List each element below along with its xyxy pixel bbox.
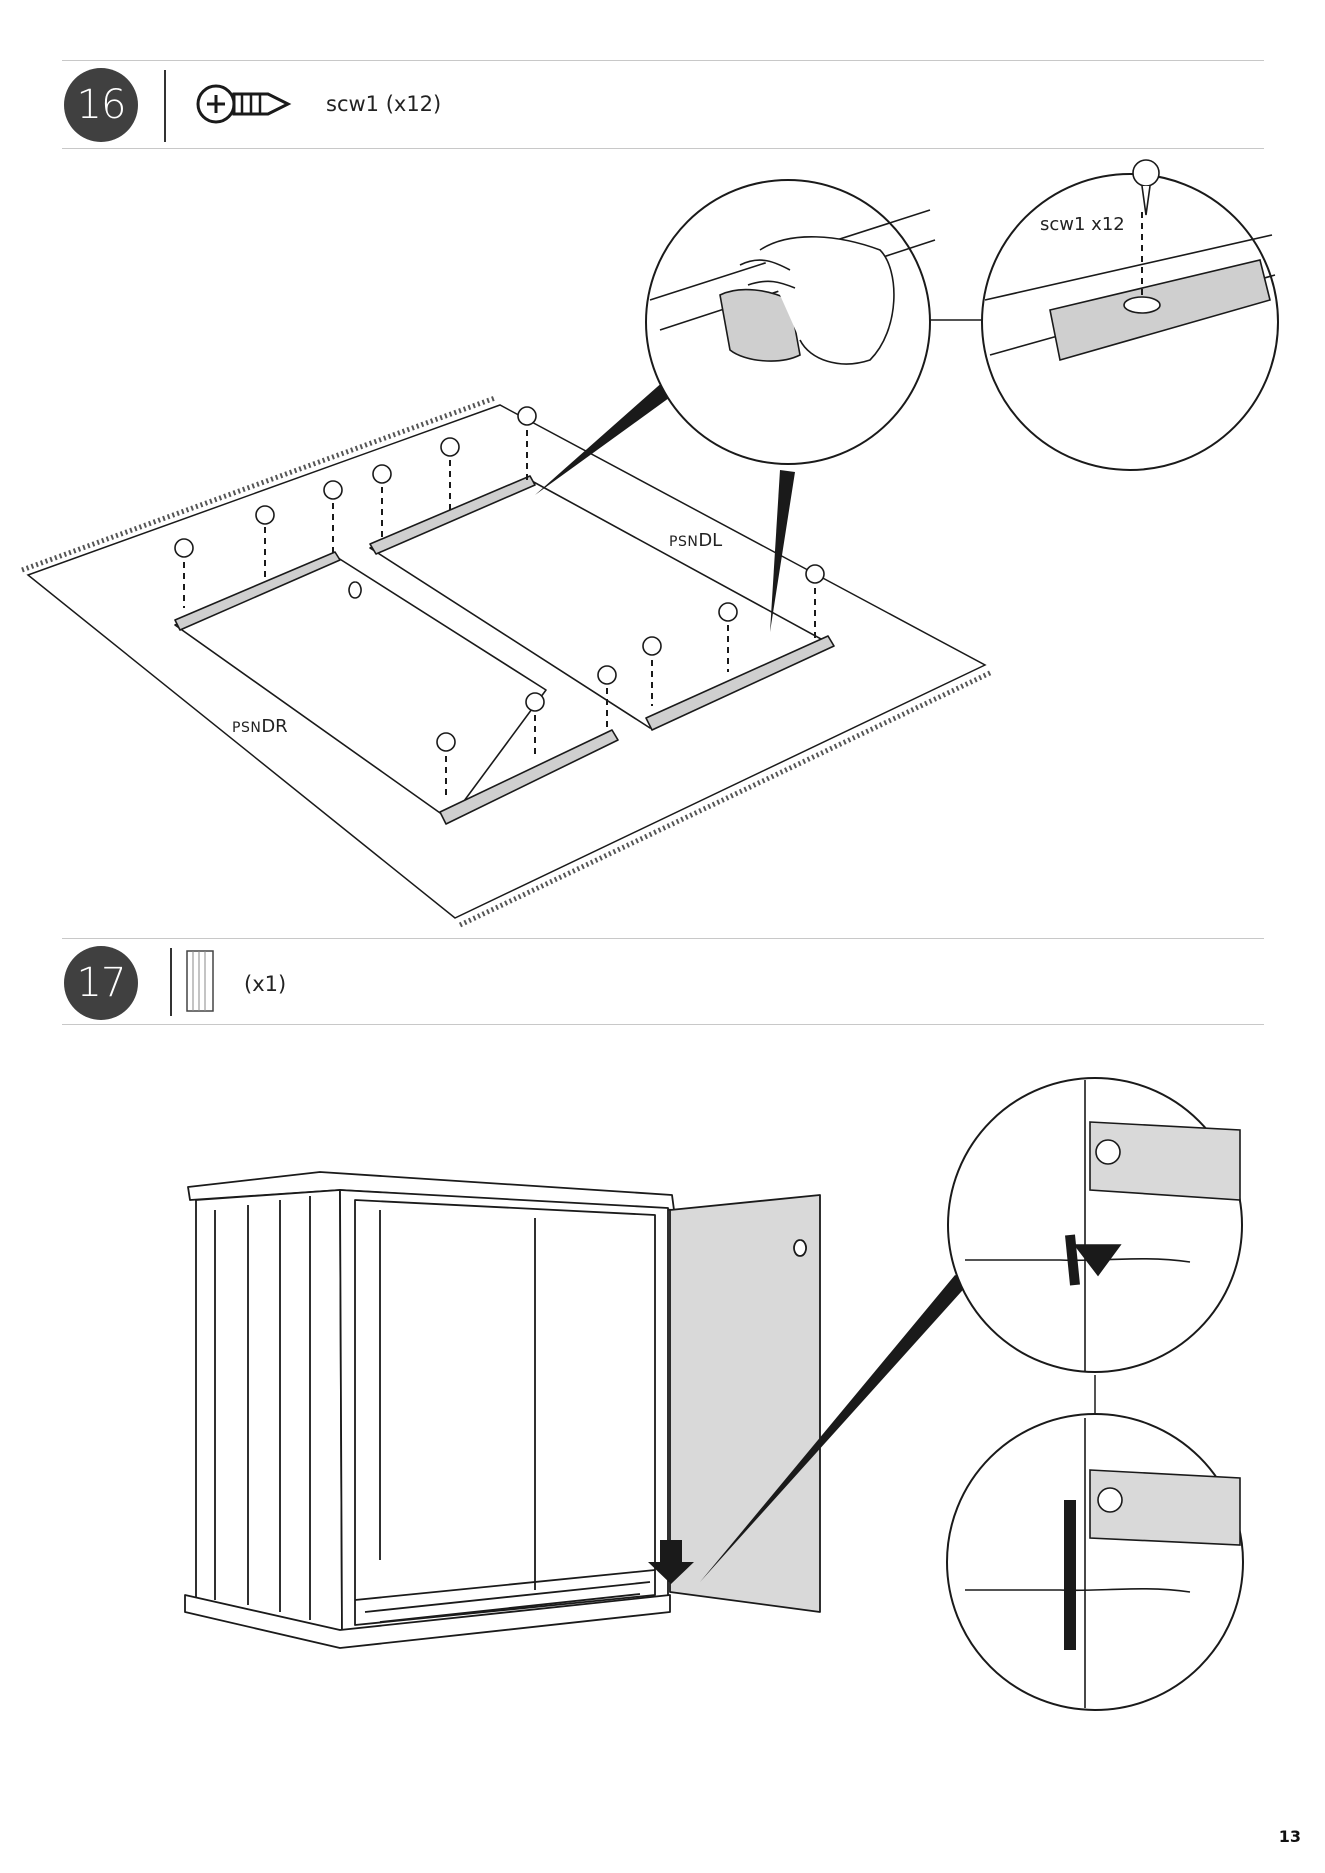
- panel-psndl-prefix: PSN: [669, 534, 698, 550]
- callout-screw-label: scw1 x12: [1040, 214, 1125, 235]
- step-16-divider: [164, 70, 166, 142]
- page-number: 13: [1279, 1827, 1301, 1846]
- callout-hinge-bottom: [947, 1414, 1243, 1710]
- shed-door: [670, 1195, 820, 1612]
- step-16-number: 16: [64, 68, 138, 142]
- step-17-divider: [170, 948, 172, 1016]
- step-17-top-rule: [62, 938, 1264, 939]
- floor-mat: [22, 398, 992, 925]
- panel-psndr-prefix: PSN: [232, 720, 261, 736]
- panel-psndl-label: PSNDL: [669, 530, 722, 551]
- panel-psndr-suffix: DR: [261, 716, 287, 737]
- step-16-part-label: scw1 (x12): [326, 92, 441, 116]
- callout-hand-detail: [646, 180, 935, 464]
- step-17-number: 17: [64, 946, 138, 1020]
- step-16-top-rule: [62, 60, 1264, 61]
- screw-icon: [196, 80, 292, 128]
- callout-screw-detail: [982, 160, 1278, 470]
- callout-hinge-top: [948, 1078, 1242, 1372]
- step-17-bottom-rule: [62, 1024, 1264, 1025]
- panel-psndr-label: PSNDR: [232, 716, 288, 737]
- shed-body: [185, 1172, 674, 1648]
- floor-panels-illustration: [0, 150, 1325, 940]
- panel-psndl-suffix: DL: [698, 530, 722, 551]
- shed-door-illustration: [0, 1060, 1325, 1780]
- step-17-part-label: (x1): [244, 972, 286, 996]
- door-panel-icon: [186, 950, 214, 1012]
- step-16-bottom-rule: [62, 148, 1264, 149]
